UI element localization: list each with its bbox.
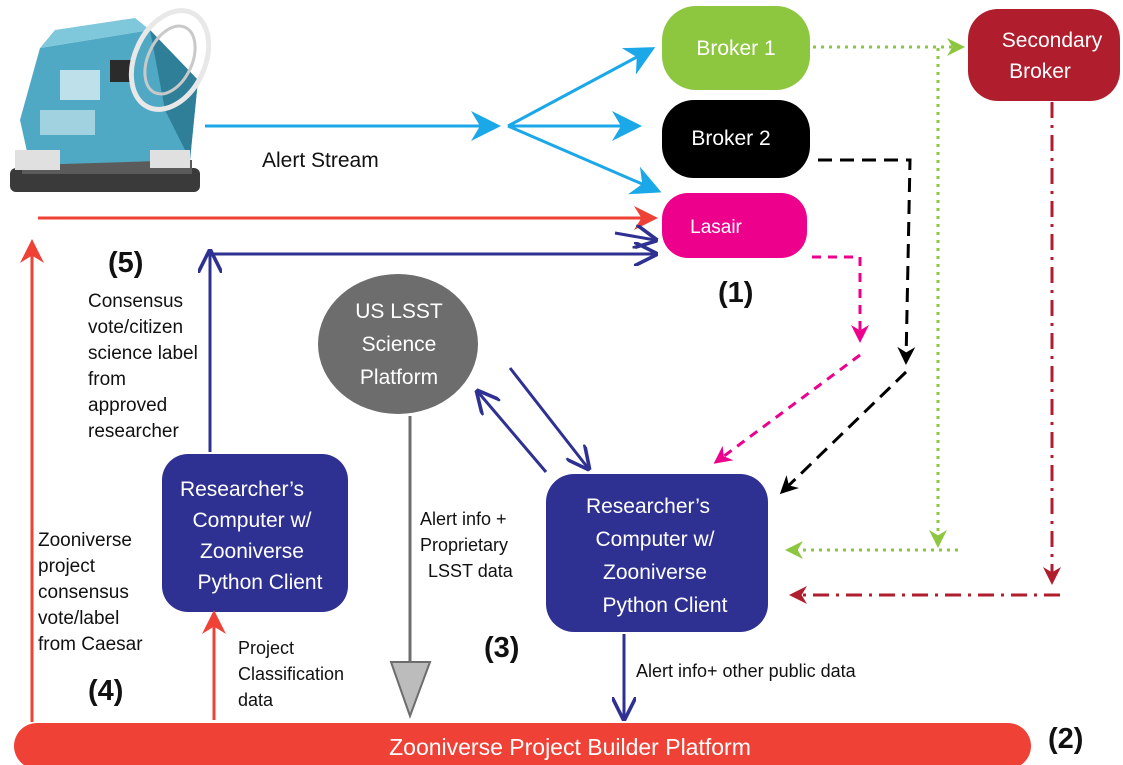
- lsst-to-researcher-arrow: [508, 367, 588, 468]
- step-number-5: (5): [108, 247, 143, 279]
- proprietary-data-arrow: [389, 416, 432, 719]
- broker2-node: [662, 100, 810, 178]
- step-number-2: (2): [1048, 723, 1083, 755]
- alert-stream-label: Alert Stream: [262, 149, 379, 172]
- project-classification-label: Project Classification data: [238, 638, 344, 710]
- us-lsst-node: [318, 274, 478, 414]
- svg-text:approved: approved: [88, 395, 167, 416]
- secondary-broker-label-1: Secondary: [1002, 29, 1103, 52]
- us-lsst-label-1: US LSST: [355, 300, 443, 323]
- svg-text:vote/label: vote/label: [38, 608, 119, 629]
- svg-text:researcher: researcher: [88, 421, 179, 442]
- consensus-label: Consensus vote/citizen science label fro…: [88, 291, 198, 442]
- black-to-researcher: [779, 370, 908, 495]
- svg-text:Zooniverse: Zooniverse: [38, 530, 132, 551]
- step-number-3: (3): [484, 632, 519, 664]
- researcher-right-node: [546, 474, 768, 632]
- fanout-to-broker1: [507, 47, 656, 128]
- researcher-right-label-2: Computer w/: [595, 528, 714, 551]
- svg-text:Alert info +: Alert info +: [420, 509, 507, 529]
- svg-text:consensus: consensus: [38, 582, 129, 603]
- step-number-1: (1): [718, 277, 753, 309]
- secondary-broker-node: [968, 9, 1120, 101]
- researcher-left-label-2: Computer w/: [192, 509, 311, 532]
- lasair-node: [662, 193, 807, 258]
- svg-text:Consensus: Consensus: [88, 291, 183, 312]
- svg-text:data: data: [238, 690, 274, 710]
- us-lsst-label-3: Platform: [360, 366, 438, 389]
- researcher-right-label-4: Python Client: [603, 594, 728, 617]
- public-data-label: Alert info+ other public data: [636, 661, 857, 681]
- researcher-left-label-4: Python Client: [198, 571, 323, 594]
- secondary-broker-label-2: Broker: [1009, 60, 1071, 83]
- zooniverse-platform-label: Zooniverse Project Builder Platform: [389, 734, 751, 760]
- navy-to-lasair-upper: [614, 233, 655, 240]
- magenta-lasair-path: [812, 255, 869, 343]
- svg-text:LSST data: LSST data: [428, 561, 514, 581]
- broker1-node: [662, 6, 810, 90]
- researcher-left-label-3: Zooniverse: [200, 540, 304, 563]
- svg-text:science label: science label: [88, 343, 198, 364]
- researcher-left-node: [162, 454, 348, 612]
- proprietary-label: Alert info + Proprietary LSST data: [420, 509, 514, 581]
- svg-text:from Caesar: from Caesar: [38, 634, 143, 655]
- svg-text:vote/citizen: vote/citizen: [88, 317, 183, 338]
- researcher-right-label-3: Zooniverse: [603, 561, 707, 584]
- fanout-to-lasair: [507, 124, 662, 195]
- telescope-icon: [10, 8, 212, 192]
- broker1-label: Broker 1: [696, 37, 775, 60]
- svg-text:project: project: [38, 556, 96, 577]
- researcher-to-lsst-arrow: [478, 392, 548, 473]
- step-number-4: (4): [88, 675, 123, 707]
- svg-text:Classification: Classification: [238, 664, 344, 684]
- broker2-label: Broker 2: [691, 127, 770, 150]
- researcher-left-label-1: Researcher’s: [180, 478, 304, 501]
- svg-text:from: from: [88, 369, 126, 390]
- svg-text:Project: Project: [238, 638, 294, 658]
- us-lsst-label-2: Science: [362, 333, 437, 356]
- zooniverse-consensus-label: Zooniverse project consensus vote/label …: [38, 530, 143, 655]
- magenta-to-researcher: [713, 353, 861, 464]
- svg-text:Proprietary: Proprietary: [420, 535, 508, 555]
- researcher-right-label-1: Researcher’s: [586, 495, 710, 518]
- black-broker2-path: [818, 158, 916, 365]
- lasair-label: Lasair: [690, 217, 742, 238]
- zooniverse-platform-bar: [14, 723, 1031, 765]
